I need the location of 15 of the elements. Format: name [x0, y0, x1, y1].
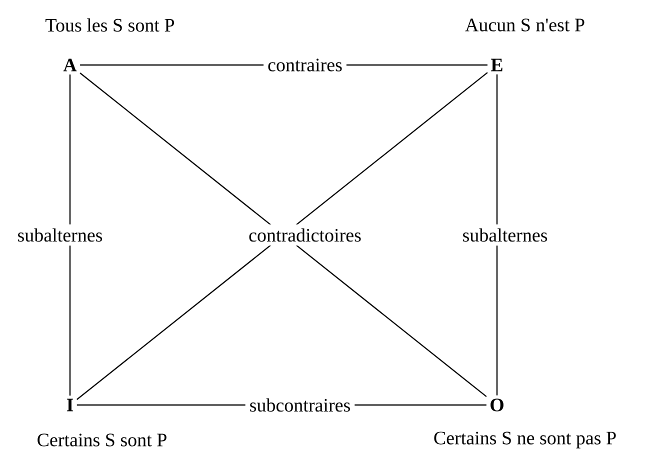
connecting-line [496, 74, 498, 396]
edge-label: contraires [264, 54, 346, 76]
proposition-caption: Tous les S sont P [46, 18, 174, 32]
vertex-letter: E [491, 58, 502, 72]
edge-label: contradictoires [244, 224, 366, 246]
vertex-letter: I [66, 398, 74, 412]
proposition-caption: Certains S sont P [38, 434, 166, 446]
vertex-letter: O [490, 398, 504, 412]
vertex-letter: A [63, 58, 77, 72]
edge-label: subalternes [13, 224, 107, 246]
edge-label: subalternes [458, 224, 552, 246]
edge-label: subcontraires [245, 394, 355, 416]
connecting-line [69, 74, 71, 396]
proposition-caption: Aucun S n'est P [465, 18, 584, 32]
proposition-caption: Certains S ne sont pas P [434, 432, 616, 448]
